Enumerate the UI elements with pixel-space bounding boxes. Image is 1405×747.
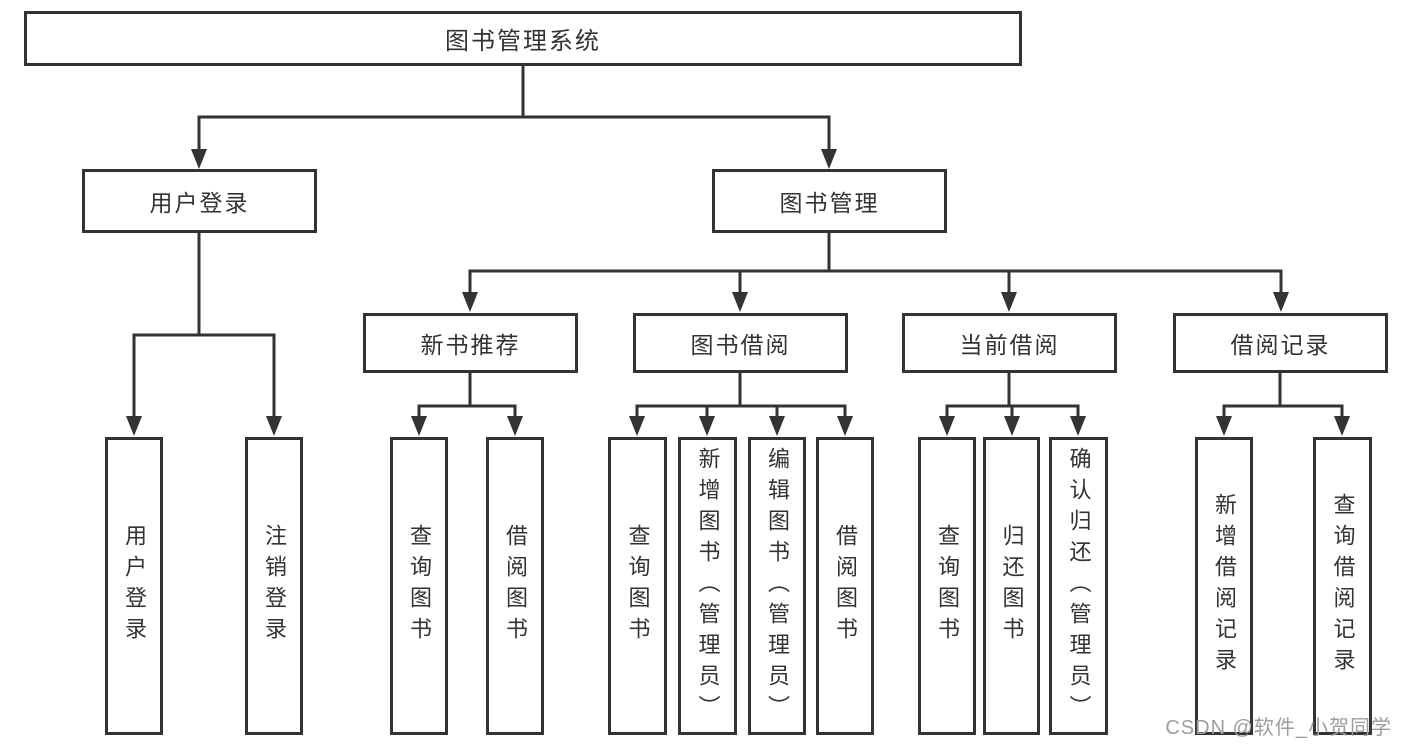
leaf-logout: 注销登录	[245, 437, 303, 735]
csdn-watermark: CSDN @软件_小贺同学	[1165, 717, 1392, 739]
leaf-query-books-recommend-label: 查询图书	[407, 524, 432, 648]
node-new-book-recommend-label: 新书推荐	[420, 332, 521, 358]
node-book-management-label: 图书管理	[779, 190, 880, 216]
leaf-query-borrow-record: 查询借阅记录	[1313, 437, 1372, 735]
leaf-add-book-admin-label: 新增图书（管理员）	[695, 446, 721, 726]
leaf-query-books-borrow: 查询图书	[608, 437, 667, 735]
connector-book-management-to-level3	[462, 231, 1289, 312]
leaf-borrow-books: 借阅图书	[816, 437, 874, 735]
leaf-query-borrow-record-label: 查询借阅记录	[1330, 493, 1356, 679]
connector-new-book-to-leaves	[411, 371, 523, 436]
node-new-book-recommend: 新书推荐	[363, 313, 578, 373]
leaf-borrow-books-recommend: 借阅图书	[486, 437, 544, 735]
leaf-query-books-current: 查询图书	[918, 437, 976, 735]
leaf-user-login-label: 用户登录	[122, 524, 147, 648]
connector-user-login-to-leaves	[126, 231, 282, 436]
node-current-borrow: 当前借阅	[902, 313, 1117, 373]
leaf-borrow-books-recommend-label: 借阅图书	[503, 524, 528, 648]
node-borrow-records: 借阅记录	[1173, 313, 1388, 373]
node-user-login-label: 用户登录	[149, 190, 250, 216]
leaf-confirm-return-admin: 确认归还（管理员）	[1049, 437, 1108, 735]
node-book-management: 图书管理	[712, 169, 947, 233]
leaf-query-books-borrow-label: 查询图书	[625, 524, 651, 648]
node-root-label: 图书管理系统	[445, 28, 601, 55]
leaf-query-books-current-label: 查询图书	[935, 524, 960, 648]
leaf-borrow-books-label: 借阅图书	[833, 524, 858, 648]
node-book-borrow: 图书借阅	[633, 313, 848, 373]
connector-root-to-level2	[191, 64, 837, 169]
leaf-add-borrow-record-label: 新增借阅记录	[1212, 493, 1237, 679]
leaf-query-books-recommend: 查询图书	[390, 437, 448, 735]
node-borrow-records-label: 借阅记录	[1230, 332, 1331, 358]
connector-borrow-records-to-leaves	[1216, 371, 1350, 436]
leaf-add-book-admin: 新增图书（管理员）	[678, 437, 737, 735]
node-current-borrow-label: 当前借阅	[959, 332, 1060, 358]
leaf-return-book-label: 归还图书	[999, 524, 1025, 648]
leaf-confirm-return-admin-label: 确认归还（管理员）	[1066, 446, 1092, 726]
leaf-logout-label: 注销登录	[262, 524, 287, 648]
node-root-system: 图书管理系统	[24, 11, 1022, 66]
node-book-borrow-label: 图书借阅	[690, 332, 791, 358]
leaf-edit-book-admin: 编辑图书（管理员）	[748, 437, 806, 735]
leaf-add-borrow-record: 新增借阅记录	[1195, 437, 1253, 735]
leaf-edit-book-admin-label: 编辑图书（管理员）	[765, 446, 790, 726]
leaf-return-book: 归还图书	[983, 437, 1040, 735]
node-user-login: 用户登录	[82, 169, 317, 233]
leaf-user-login: 用户登录	[105, 437, 163, 735]
connector-current-borrow-to-leaves	[939, 371, 1086, 436]
connector-book-borrow-to-leaves	[629, 371, 853, 436]
